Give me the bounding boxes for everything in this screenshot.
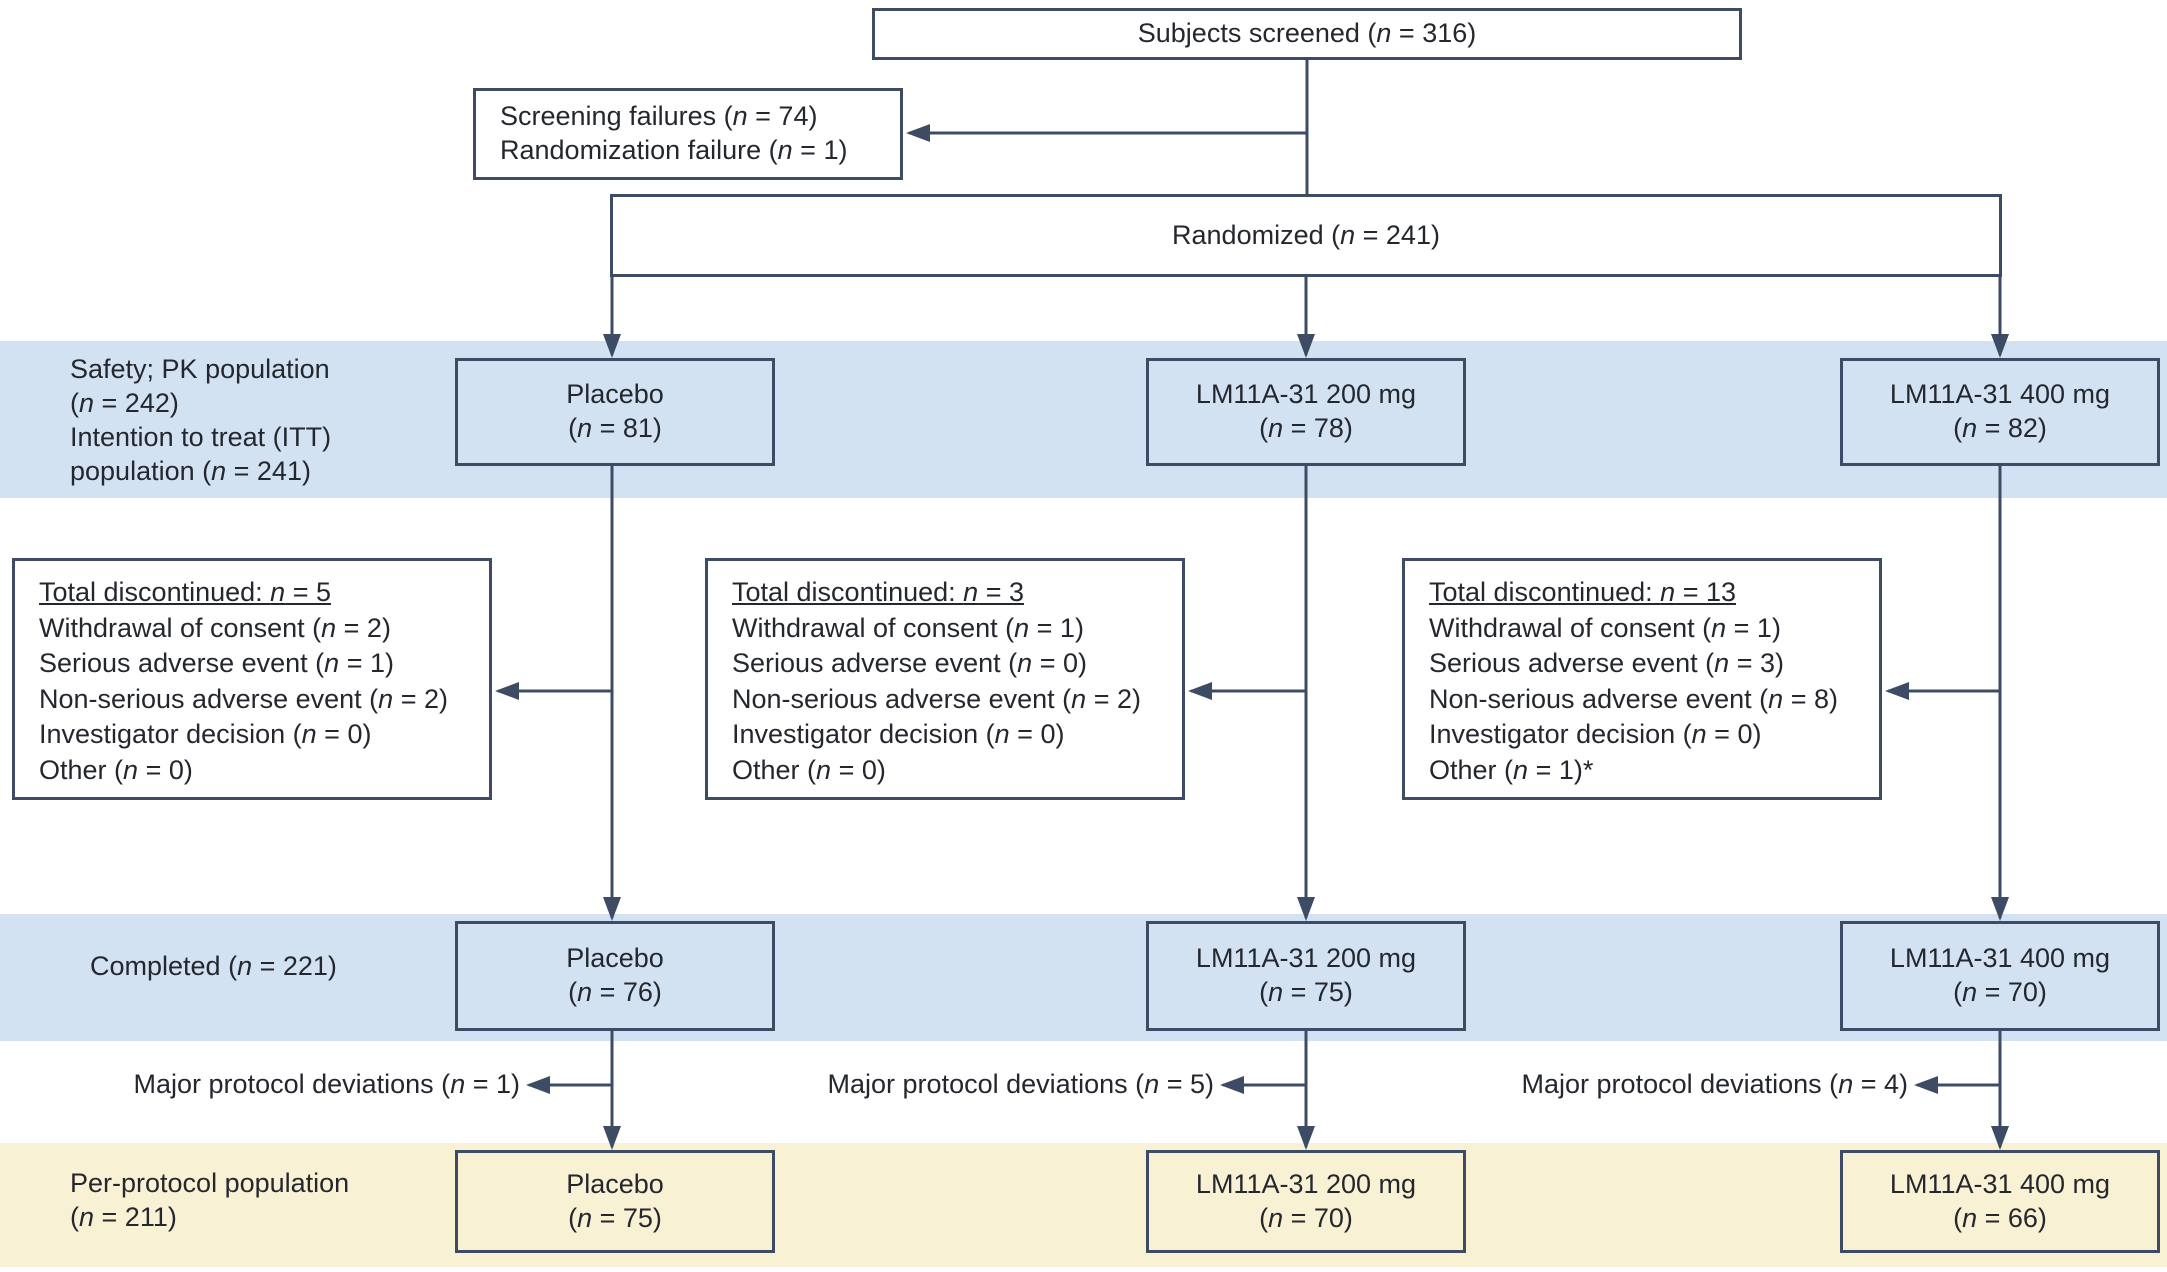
arm-name: LM11A-31 400 mg bbox=[1889, 379, 2111, 410]
discontinued-line: Non-serious adverse event (n = 8) bbox=[1429, 683, 1838, 714]
arm-name: LM11A-31 400 mg bbox=[1889, 1168, 2111, 1199]
arm-name: Placebo bbox=[566, 943, 664, 974]
arm-name: LM11A-31 200 mg bbox=[1195, 943, 1417, 974]
arm-400mg-completed-box: LM11A-31 400 mg (n = 70) bbox=[1840, 921, 2160, 1031]
major-deviations-200mg-label: Major protocol deviations (n = 5) bbox=[784, 1068, 1214, 1102]
per-protocol-label-line: (n = 211) bbox=[70, 1202, 177, 1232]
discontinued-line: Serious adverse event (n = 0) bbox=[732, 648, 1087, 678]
safety-itt-band bbox=[0, 341, 2167, 498]
randomization-failure-line: Randomization failure (n = 1) bbox=[500, 135, 848, 165]
arm-n: (n = 70) bbox=[1259, 1202, 1353, 1233]
major-deviations-text: Major protocol deviations (n = 1) bbox=[133, 1069, 520, 1099]
discontinued-line: Serious adverse event (n = 3) bbox=[1429, 648, 1784, 678]
discontinued-placebo-box: Total discontinued: n = 5 Withdrawal of … bbox=[12, 558, 492, 800]
safety-label-line: Safety; PK population bbox=[70, 354, 330, 384]
subjects-screened-text: Subjects screened (n = 316) bbox=[1137, 18, 1477, 49]
randomized-text: Randomized (n = 241) bbox=[1172, 219, 1440, 250]
discontinued-line: Non-serious adverse event (n = 2) bbox=[39, 683, 448, 714]
arm-n: (n = 75) bbox=[568, 1202, 662, 1233]
arm-n: (n = 66) bbox=[1953, 1202, 2047, 1233]
safety-label-line: population (n = 241) bbox=[70, 456, 311, 486]
arm-200mg-completed-box: LM11A-31 200 mg (n = 75) bbox=[1146, 921, 1466, 1031]
safety-label-line: Intention to treat (ITT) bbox=[70, 422, 332, 452]
arm-200mg-randomized-box: LM11A-31 200 mg (n = 78) bbox=[1146, 358, 1466, 466]
discontinued-line: Investigator decision (n = 0) bbox=[39, 719, 372, 749]
major-deviations-text: Major protocol deviations (n = 5) bbox=[827, 1069, 1214, 1099]
discontinued-line: Withdrawal of consent (n = 1) bbox=[1429, 612, 1781, 643]
safety-label-line: (n = 242) bbox=[70, 388, 179, 418]
arm-n: (n = 82) bbox=[1953, 413, 2047, 443]
arm-n: (n = 78) bbox=[1259, 413, 1353, 443]
discontinued-line: Serious adverse event (n = 1) bbox=[39, 648, 394, 678]
screening-failures-box: Screening failures (n = 74) Randomizatio… bbox=[473, 88, 903, 180]
completed-label-text: Completed (n = 221) bbox=[90, 951, 337, 981]
arm-n: (n = 76) bbox=[568, 977, 662, 1007]
arm-placebo-per-protocol-box: Placebo (n = 75) bbox=[455, 1150, 775, 1253]
major-deviations-text: Major protocol deviations (n = 4) bbox=[1521, 1069, 1908, 1099]
major-deviations-placebo-label: Major protocol deviations (n = 1) bbox=[90, 1068, 520, 1102]
completed-band bbox=[0, 914, 2167, 1041]
arm-400mg-randomized-box: LM11A-31 400 mg (n = 82) bbox=[1840, 358, 2160, 466]
safety-itt-band-label: Safety; PK population (n = 242) Intentio… bbox=[70, 352, 331, 488]
completed-band-label: Completed (n = 221) bbox=[90, 950, 337, 984]
arm-name: LM11A-31 400 mg bbox=[1889, 943, 2111, 974]
arm-n: (n = 70) bbox=[1953, 977, 2047, 1007]
discontinued-line: Investigator decision (n = 0) bbox=[732, 719, 1065, 749]
per-protocol-band-label: Per-protocol population (n = 211) bbox=[70, 1166, 349, 1234]
arm-400mg-per-protocol-box: LM11A-31 400 mg (n = 66) bbox=[1840, 1150, 2160, 1253]
discontinued-400mg-box: Total discontinued: n = 13 Withdrawal of… bbox=[1402, 558, 1882, 800]
discontinued-title: Total discontinued: n = 5 bbox=[39, 577, 331, 607]
discontinued-200mg-box: Total discontinued: n = 3 Withdrawal of … bbox=[705, 558, 1185, 800]
arm-200mg-per-protocol-box: LM11A-31 200 mg (n = 70) bbox=[1146, 1150, 1466, 1253]
per-protocol-band bbox=[0, 1143, 2167, 1267]
subjects-screened-box: Subjects screened (n = 316) bbox=[872, 8, 1742, 60]
discontinued-line: Withdrawal of consent (n = 1) bbox=[732, 612, 1084, 643]
arm-placebo-randomized-box: Placebo (n = 81) bbox=[455, 358, 775, 466]
arm-n: (n = 81) bbox=[568, 413, 662, 443]
discontinued-line: Investigator decision (n = 0) bbox=[1429, 719, 1762, 749]
discontinued-line: Other (n = 0) bbox=[732, 754, 886, 785]
per-protocol-label-line: Per-protocol population bbox=[70, 1168, 350, 1198]
arm-name: Placebo bbox=[566, 379, 664, 410]
discontinued-line: Other (n = 1)* bbox=[1429, 754, 1594, 785]
discontinued-title: Total discontinued: n = 13 bbox=[1429, 577, 1736, 607]
arm-n: (n = 75) bbox=[1259, 977, 1353, 1007]
discontinued-line: Withdrawal of consent (n = 2) bbox=[39, 612, 391, 643]
discontinued-title: Total discontinued: n = 3 bbox=[732, 577, 1024, 607]
arm-placebo-completed-box: Placebo (n = 76) bbox=[455, 921, 775, 1031]
randomized-box: Randomized (n = 241) bbox=[610, 194, 2002, 277]
discontinued-line: Other (n = 0) bbox=[39, 754, 193, 785]
screening-failures-line: Screening failures (n = 74) bbox=[500, 101, 818, 132]
arm-name: LM11A-31 200 mg bbox=[1195, 1168, 1417, 1199]
arm-name: LM11A-31 200 mg bbox=[1195, 379, 1417, 410]
arm-name: Placebo bbox=[566, 1168, 664, 1199]
major-deviations-400mg-label: Major protocol deviations (n = 4) bbox=[1478, 1068, 1908, 1102]
discontinued-line: Non-serious adverse event (n = 2) bbox=[732, 683, 1141, 714]
